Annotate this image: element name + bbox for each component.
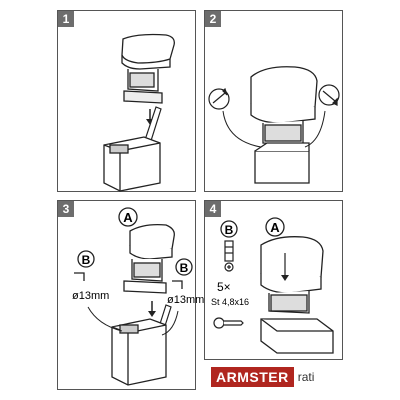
callout-b-left: B ø13mm bbox=[72, 250, 109, 302]
tilt-arrow-icon-right bbox=[318, 84, 340, 106]
armrest-assembly bbox=[121, 33, 175, 104]
console-base bbox=[103, 136, 161, 192]
step-2-panel: 2 bbox=[204, 10, 343, 192]
step-4-number: 4 bbox=[205, 201, 221, 217]
screw-spec-label: St 4,8x16 bbox=[211, 297, 249, 307]
tilt-arrow-icon-left bbox=[208, 87, 230, 110]
armrest-assembly bbox=[260, 236, 334, 354]
svg-text:ø13mm: ø13mm bbox=[167, 294, 204, 306]
svg-text:A: A bbox=[123, 210, 133, 225]
brand-logo: ARMSTER rati bbox=[211, 367, 314, 387]
step-1-number: 1 bbox=[58, 11, 74, 27]
step-2-number: 2 bbox=[205, 11, 221, 27]
quantity-label: 5× bbox=[217, 280, 231, 294]
armrest-assembly bbox=[250, 66, 318, 184]
step-3-number: 3 bbox=[58, 201, 74, 217]
screw-detail-icon bbox=[213, 317, 244, 329]
step-3-panel: 3 A B ø13mm bbox=[57, 200, 204, 390]
console-base bbox=[111, 318, 167, 386]
svg-text:ø13mm: ø13mm bbox=[72, 290, 109, 302]
svg-text:B: B bbox=[82, 253, 91, 267]
step-1-illustration bbox=[103, 33, 175, 192]
callout-a: A bbox=[118, 207, 138, 227]
svg-text:B: B bbox=[180, 261, 189, 275]
callout-a: A bbox=[265, 217, 285, 237]
step-4-illustration: B A 5× St 4,8x16 bbox=[211, 217, 334, 354]
brand-name: ARMSTER bbox=[211, 367, 294, 387]
screw-icon bbox=[224, 240, 234, 272]
callout-b-right: B ø13mm bbox=[167, 258, 204, 306]
armrest-assembly bbox=[123, 223, 175, 294]
hole-size-icon bbox=[74, 272, 85, 281]
step-4-panel: 4 B A 5× St 4,8x16 bbox=[204, 200, 343, 360]
brand-suffix: rati bbox=[297, 370, 315, 384]
step-3-illustration: A B ø13mm B ø13mm bbox=[72, 207, 204, 386]
hole-size-icon bbox=[172, 280, 183, 289]
step-1-panel: 1 bbox=[57, 10, 196, 192]
svg-text:B: B bbox=[225, 223, 234, 237]
callout-b: B bbox=[220, 220, 238, 238]
step-2-illustration bbox=[208, 66, 340, 184]
svg-text:A: A bbox=[270, 220, 280, 235]
